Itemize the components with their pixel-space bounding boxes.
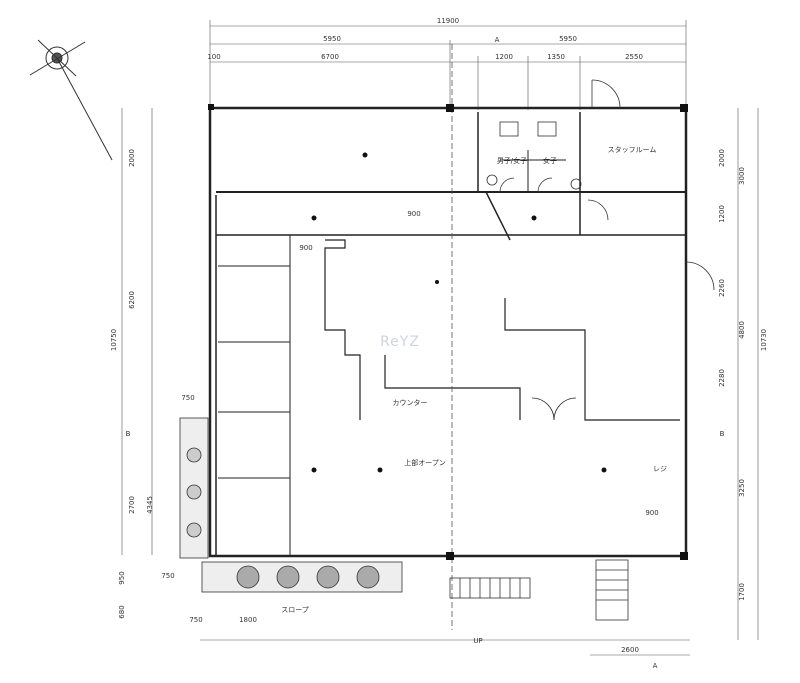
dim-left-5: 4345	[146, 496, 154, 514]
section-mark-a-bottom: A	[653, 662, 658, 670]
watermark: ReYZ	[380, 334, 420, 350]
dim-inner-2: 900	[299, 244, 312, 252]
toilet-fixtures	[486, 121, 582, 193]
dim-left-1: 2000	[128, 149, 136, 167]
dim-left-6: 950	[118, 571, 126, 584]
dim-left-2: 10750	[110, 329, 118, 351]
dim-top-2: 6700	[321, 53, 339, 61]
dim-right-6: 10730	[760, 329, 768, 351]
dim-left-4: 2700	[128, 496, 136, 514]
label-toilet-f: 女子	[543, 156, 557, 165]
dim-top-1: 100	[207, 53, 220, 61]
north-arrow-icon	[29, 39, 113, 161]
dim-bottom-1: 1800	[239, 616, 257, 624]
dim-left-3: 6200	[128, 291, 136, 309]
dim-left-7: 680	[118, 605, 126, 618]
dim-right-9: 1700	[738, 583, 746, 601]
planter-bottom	[201, 561, 403, 593]
dim-top-5: 2550	[625, 53, 643, 61]
dim-right-8: 3250	[738, 479, 746, 497]
stairs	[449, 559, 629, 621]
dim-right-7: 2280	[718, 369, 726, 387]
planter-left	[179, 417, 209, 559]
label-upper-open: 上部オープン	[404, 458, 446, 467]
dimension-lines	[121, 20, 759, 656]
dim-bottom-3: 2600	[621, 646, 639, 654]
light-fixtures	[311, 152, 607, 473]
dim-bottom-2: 750	[189, 616, 202, 624]
door-swings	[531, 79, 715, 421]
dim-inner-3: 750	[161, 572, 174, 580]
exterior-walls	[208, 106, 688, 558]
dim-right-1: 2000	[718, 149, 726, 167]
dim-top-3: 1200	[495, 53, 513, 61]
columns	[208, 104, 688, 560]
dim-left-half: 5950	[323, 35, 341, 43]
label-up: UP	[473, 637, 482, 645]
section-mark-b-right: B	[720, 430, 725, 438]
dim-left-8: 750	[181, 394, 194, 402]
section-mark-a-top: A	[495, 36, 500, 44]
label-staff-room: スタッフルーム	[608, 145, 657, 154]
dim-right-4: 2260	[718, 279, 726, 297]
dim-right-5: 4800	[738, 321, 746, 339]
dim-right-half: 5950	[559, 35, 577, 43]
dim-top-4: 1350	[547, 53, 565, 61]
dim-right-3: 1200	[718, 205, 726, 223]
section-mark-b-left: B	[126, 430, 131, 438]
dim-inner-1: 900	[407, 210, 420, 218]
counter-outline	[324, 239, 680, 421]
label-counter: カウンター	[393, 398, 428, 407]
dim-right-2: 3000	[738, 167, 746, 185]
dim-total-width: 11900	[437, 17, 459, 25]
label-cash: レジ	[653, 465, 667, 473]
dim-inner-4: 900	[645, 509, 658, 517]
label-slope: スロープ	[281, 606, 309, 614]
label-toilet-mf: 男子/女子	[497, 156, 527, 165]
